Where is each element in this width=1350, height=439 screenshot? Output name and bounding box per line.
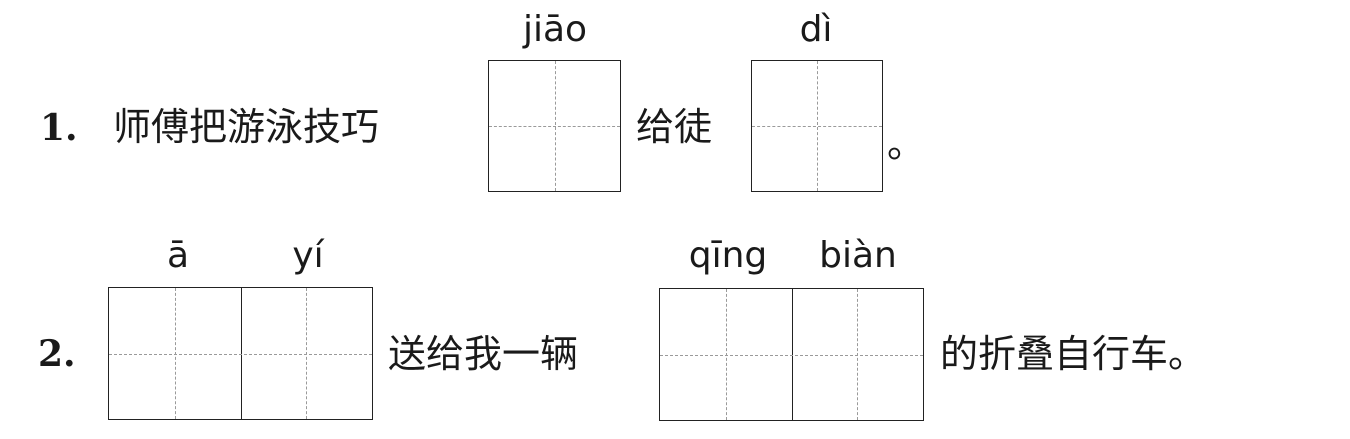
question-number: 1. [40,107,78,149]
sentence-period: 。 [887,122,926,166]
pinyin-label: qīng [688,235,768,276]
grid-guide-horizontal [752,126,882,127]
grid-guide-horizontal [489,126,620,127]
question-number: 2. [38,333,76,375]
writing-box-double[interactable] [659,288,924,421]
sentence-text: 的折叠自行车。 [940,332,1207,376]
pinyin-label: dì [799,9,833,50]
grid-guide-horizontal [660,354,923,356]
grid-guide-horizontal [109,353,372,355]
pinyin-label: yí [292,235,324,276]
pinyin-label: ā [166,235,190,276]
sentence-text: 给徒 [636,105,713,149]
pinyin-label: biàn [819,235,897,276]
pinyin-label: jiāo [522,9,588,50]
sentence-text: 师傅把游泳技巧 [113,105,380,149]
writing-box[interactable] [488,60,621,192]
writing-box[interactable] [751,60,883,192]
writing-box-double[interactable] [108,287,373,420]
sentence-text: 送给我一辆 [388,332,579,376]
